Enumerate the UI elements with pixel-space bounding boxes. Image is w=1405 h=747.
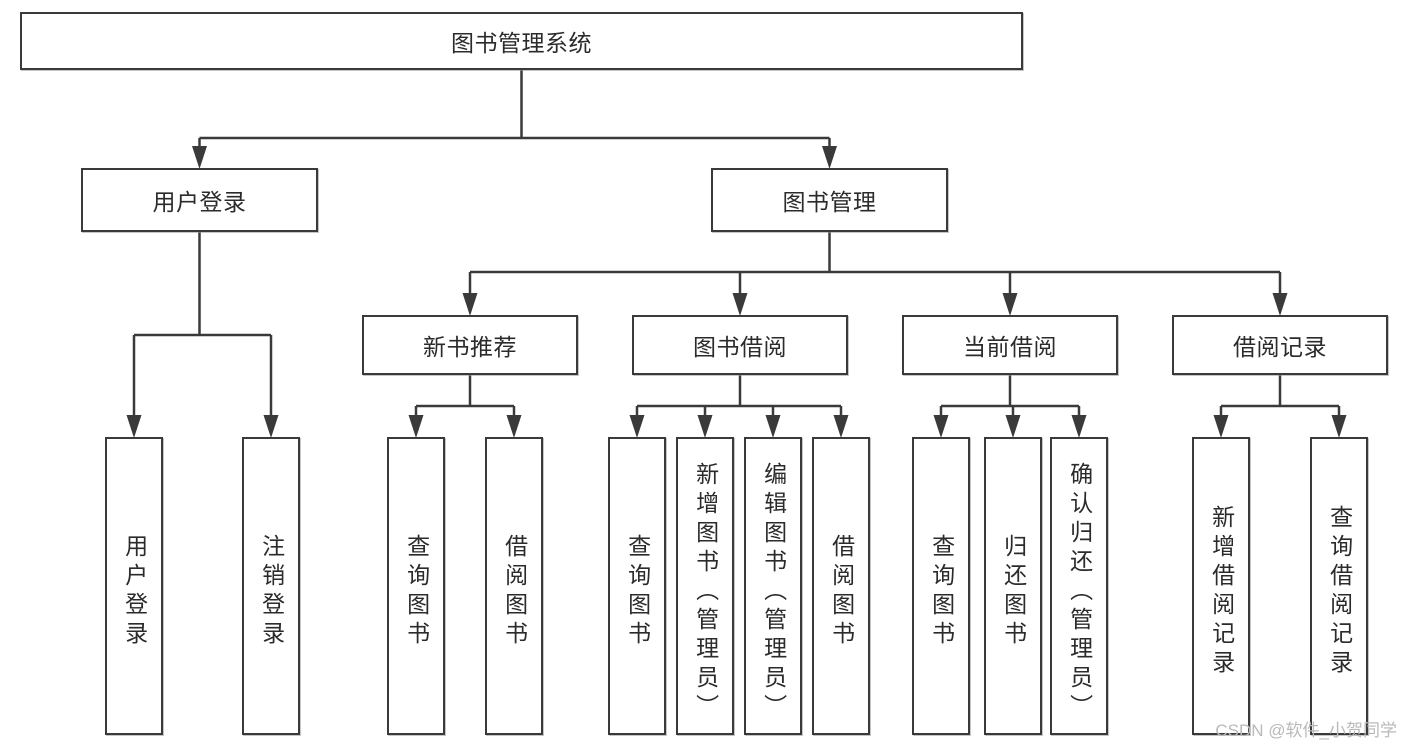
node-leaf-new-2[interactable]: 借阅图书 [485, 437, 543, 735]
node-label: 当前借阅 [963, 334, 1057, 360]
node-label: 归还图书 [1000, 534, 1027, 650]
node-label: 查询图书 [928, 534, 955, 650]
arrow-head-icon [1213, 415, 1229, 438]
node-label: 查询图书 [624, 534, 651, 650]
arrow-head-icon [263, 415, 279, 438]
node-label: 新增借阅记录 [1208, 505, 1235, 679]
watermark: CSDN @软件_小贺同学 [1215, 721, 1397, 740]
arrow-head-icon [732, 293, 748, 316]
arrow-head-icon [697, 415, 713, 438]
node-label: 新书推荐 [423, 334, 517, 360]
node-label: 查询借阅记录 [1326, 505, 1353, 679]
node-leaf-cur-3[interactable]: 确认归还（管理员） [1050, 437, 1108, 735]
node-label: 图书管理系统 [451, 30, 592, 56]
arrow-head-icon [1272, 293, 1288, 316]
node-label: 新增图书（管理员） [692, 461, 719, 723]
node-label: 图书借阅 [693, 334, 787, 360]
node-label: 借阅图书 [828, 534, 855, 650]
arrow-head-icon [833, 415, 849, 438]
node-label: 查询图书 [403, 534, 430, 650]
node-bookmgmt[interactable]: 图书管理 [711, 168, 948, 232]
arrow-head-icon [408, 415, 424, 438]
arrow-head-icon [462, 293, 478, 316]
arrow-head-icon [822, 146, 837, 169]
node-leaf-cur-1[interactable]: 查询图书 [912, 437, 970, 735]
node-leaf-bor-1[interactable]: 查询图书 [608, 437, 666, 735]
node-leaf-cur-2[interactable]: 归还图书 [984, 437, 1042, 735]
node-label: 图书管理 [782, 189, 877, 215]
arrow-head-icon [192, 146, 207, 169]
node-label: 用户登录 [152, 189, 247, 215]
node-records[interactable]: 借阅记录 [1172, 315, 1388, 375]
node-newbook[interactable]: 新书推荐 [362, 315, 578, 375]
node-label: 确认归还（管理员） [1066, 461, 1093, 723]
arrow-head-icon [126, 415, 142, 438]
node-label: 用户登录 [121, 534, 148, 650]
arrow-head-icon [506, 415, 522, 438]
node-leaf-rec-2[interactable]: 查询借阅记录 [1310, 437, 1368, 735]
arrow-head-icon [1071, 415, 1087, 438]
node-leaf-login-1[interactable]: 用户登录 [105, 437, 163, 735]
arrow-head-icon [1002, 293, 1018, 316]
node-label: 编辑图书（管理员） [760, 461, 787, 723]
node-label: 注销登录 [258, 534, 285, 650]
arrow-head-icon [933, 415, 949, 438]
node-leaf-bor-4[interactable]: 借阅图书 [812, 437, 870, 735]
node-leaf-login-2[interactable]: 注销登录 [242, 437, 300, 735]
node-root[interactable]: 图书管理系统 [20, 12, 1023, 70]
node-leaf-rec-1[interactable]: 新增借阅记录 [1192, 437, 1250, 735]
node-leaf-new-1[interactable]: 查询图书 [387, 437, 445, 735]
arrow-head-icon [629, 415, 645, 438]
node-label: 借阅记录 [1233, 334, 1327, 360]
node-label: 借阅图书 [501, 534, 528, 650]
node-leaf-bor-2[interactable]: 新增图书（管理员） [676, 437, 734, 735]
node-login[interactable]: 用户登录 [81, 168, 318, 232]
node-borrow[interactable]: 图书借阅 [632, 315, 848, 375]
node-leaf-bor-3[interactable]: 编辑图书（管理员） [744, 437, 802, 735]
arrow-head-icon [765, 415, 781, 438]
arrow-head-icon [1005, 415, 1021, 438]
node-current[interactable]: 当前借阅 [902, 315, 1118, 375]
arrow-head-icon [1331, 415, 1347, 438]
